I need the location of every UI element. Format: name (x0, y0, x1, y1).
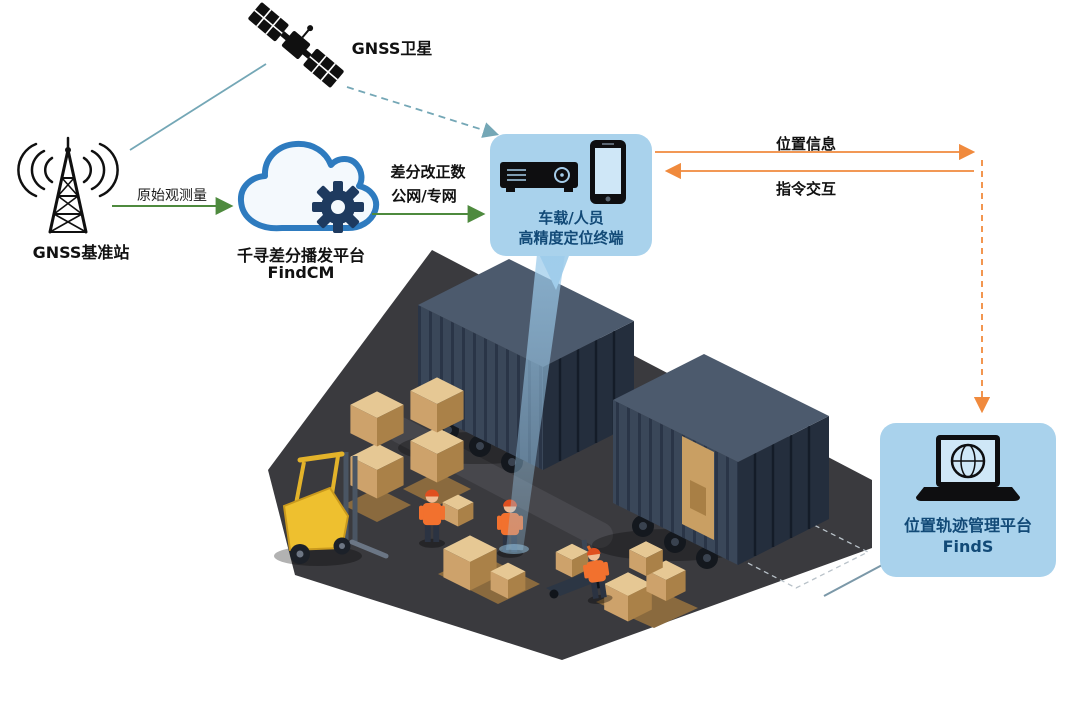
phone-icon (590, 140, 626, 204)
cloud-shape (237, 140, 380, 232)
cloud-platform-name: 千寻差分播发平台 (236, 246, 366, 265)
management-platform-name: 位置轨迹管理平台 (903, 516, 1032, 535)
beam-spot (499, 544, 529, 554)
correction-label-line1: 差分改正数 (390, 163, 466, 181)
terminal-label-line2: 高精度定位终端 (518, 229, 624, 247)
terminal-node: 车载/人员 高精度定位终端 (490, 134, 652, 256)
command-exchange-label: 指令交互 (775, 180, 837, 198)
management-platform-product: FindS (942, 537, 994, 556)
finds-pointer (823, 563, 885, 597)
receiver-icon (500, 162, 578, 192)
cloud-icon (237, 140, 380, 233)
terminal-icons (500, 140, 626, 204)
pallet-stack-b (438, 535, 540, 604)
gear-icon (312, 181, 364, 233)
satellite-base-link (129, 63, 267, 151)
satellite-terminal-link (346, 86, 500, 138)
small-carton (442, 494, 474, 527)
pallet-stack-c (596, 541, 698, 628)
management-platform-node: 位置轨迹管理平台 FindS (880, 423, 1056, 577)
management-platform-icon (916, 435, 1020, 501)
laptop-globe-icon (916, 435, 1020, 501)
satellite-icon (248, 2, 344, 88)
terminal-label-line1: 车载/人员 (538, 209, 604, 227)
positioning-beam (506, 254, 565, 550)
warehouse-scene (268, 250, 872, 660)
base-station-label: GNSS基准站 (32, 243, 130, 262)
forklift (274, 451, 389, 566)
connection-lines (112, 63, 991, 597)
container-2 (592, 354, 829, 569)
cloud-platform-product: FindCM (267, 263, 335, 282)
satellite-label: GNSS卫星 (351, 39, 433, 58)
position-info-label: 位置信息 (775, 135, 837, 153)
raw-observation-label: 原始观测量 (137, 188, 207, 204)
worker-1 (419, 489, 445, 548)
correction-label-line2: 公网/专网 (391, 187, 457, 205)
worker-3 (582, 547, 613, 604)
radio-tower-icon (17, 136, 119, 234)
